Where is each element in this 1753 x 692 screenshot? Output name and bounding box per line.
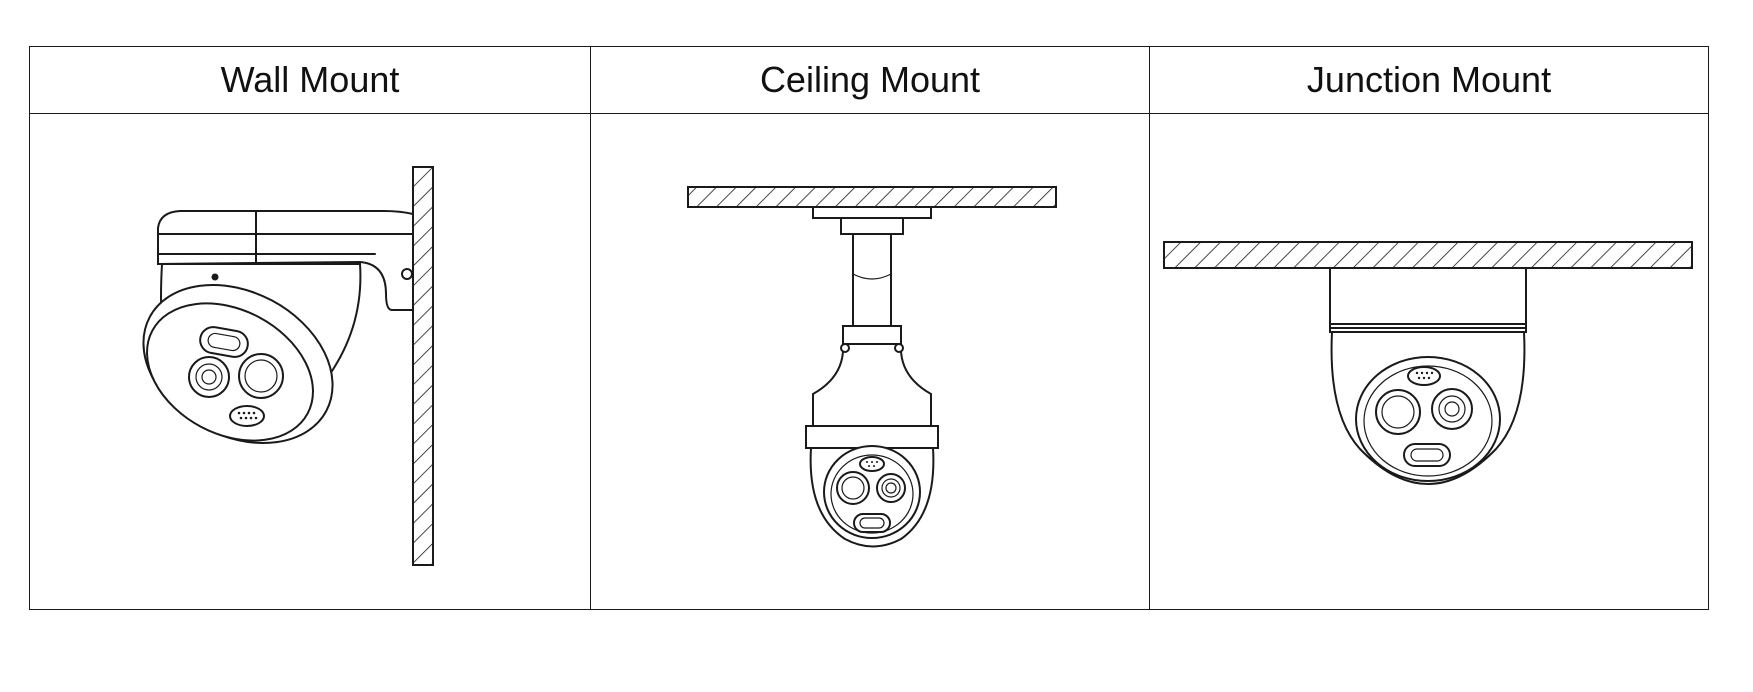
cell-ceiling-mount (590, 113, 1150, 610)
ceiling-surface (1163, 241, 1693, 269)
wall-mount-illustration (142, 166, 434, 566)
mic-grille (229, 405, 265, 427)
ceiling-surface (687, 186, 1057, 208)
thermal-lens (238, 353, 284, 399)
header-ceiling-mount: Ceiling Mount (590, 46, 1150, 114)
cell-junction-mount (1149, 113, 1709, 610)
header-junction-mount: Junction Mount (1149, 46, 1709, 114)
cell-wall-mount (29, 113, 591, 610)
ceiling-base-plate (812, 206, 932, 219)
wall-surface (412, 166, 434, 566)
ceiling-mount-illustration (687, 186, 1057, 548)
illustration-row (29, 113, 1709, 610)
junction-mount-illustration (1163, 241, 1693, 486)
header-wall-mount: Wall Mount (29, 46, 591, 114)
junction-box (1329, 267, 1527, 325)
mount-types-table: Wall Mount Ceiling Mount Junction Mount (29, 46, 1709, 610)
pendant-adapter (812, 343, 932, 427)
camera-ball (823, 445, 921, 539)
header-row: Wall Mount Ceiling Mount Junction Mount (29, 46, 1709, 114)
wall-bracket (157, 210, 414, 311)
mic-grille (1407, 366, 1441, 386)
visual-lens (188, 356, 230, 398)
visual-lens (876, 473, 906, 503)
visual-lens (1431, 388, 1473, 430)
camera-ball (1355, 356, 1501, 482)
mount-ring (805, 425, 939, 449)
pendant-pole (852, 233, 892, 327)
mic-grille (859, 456, 885, 472)
